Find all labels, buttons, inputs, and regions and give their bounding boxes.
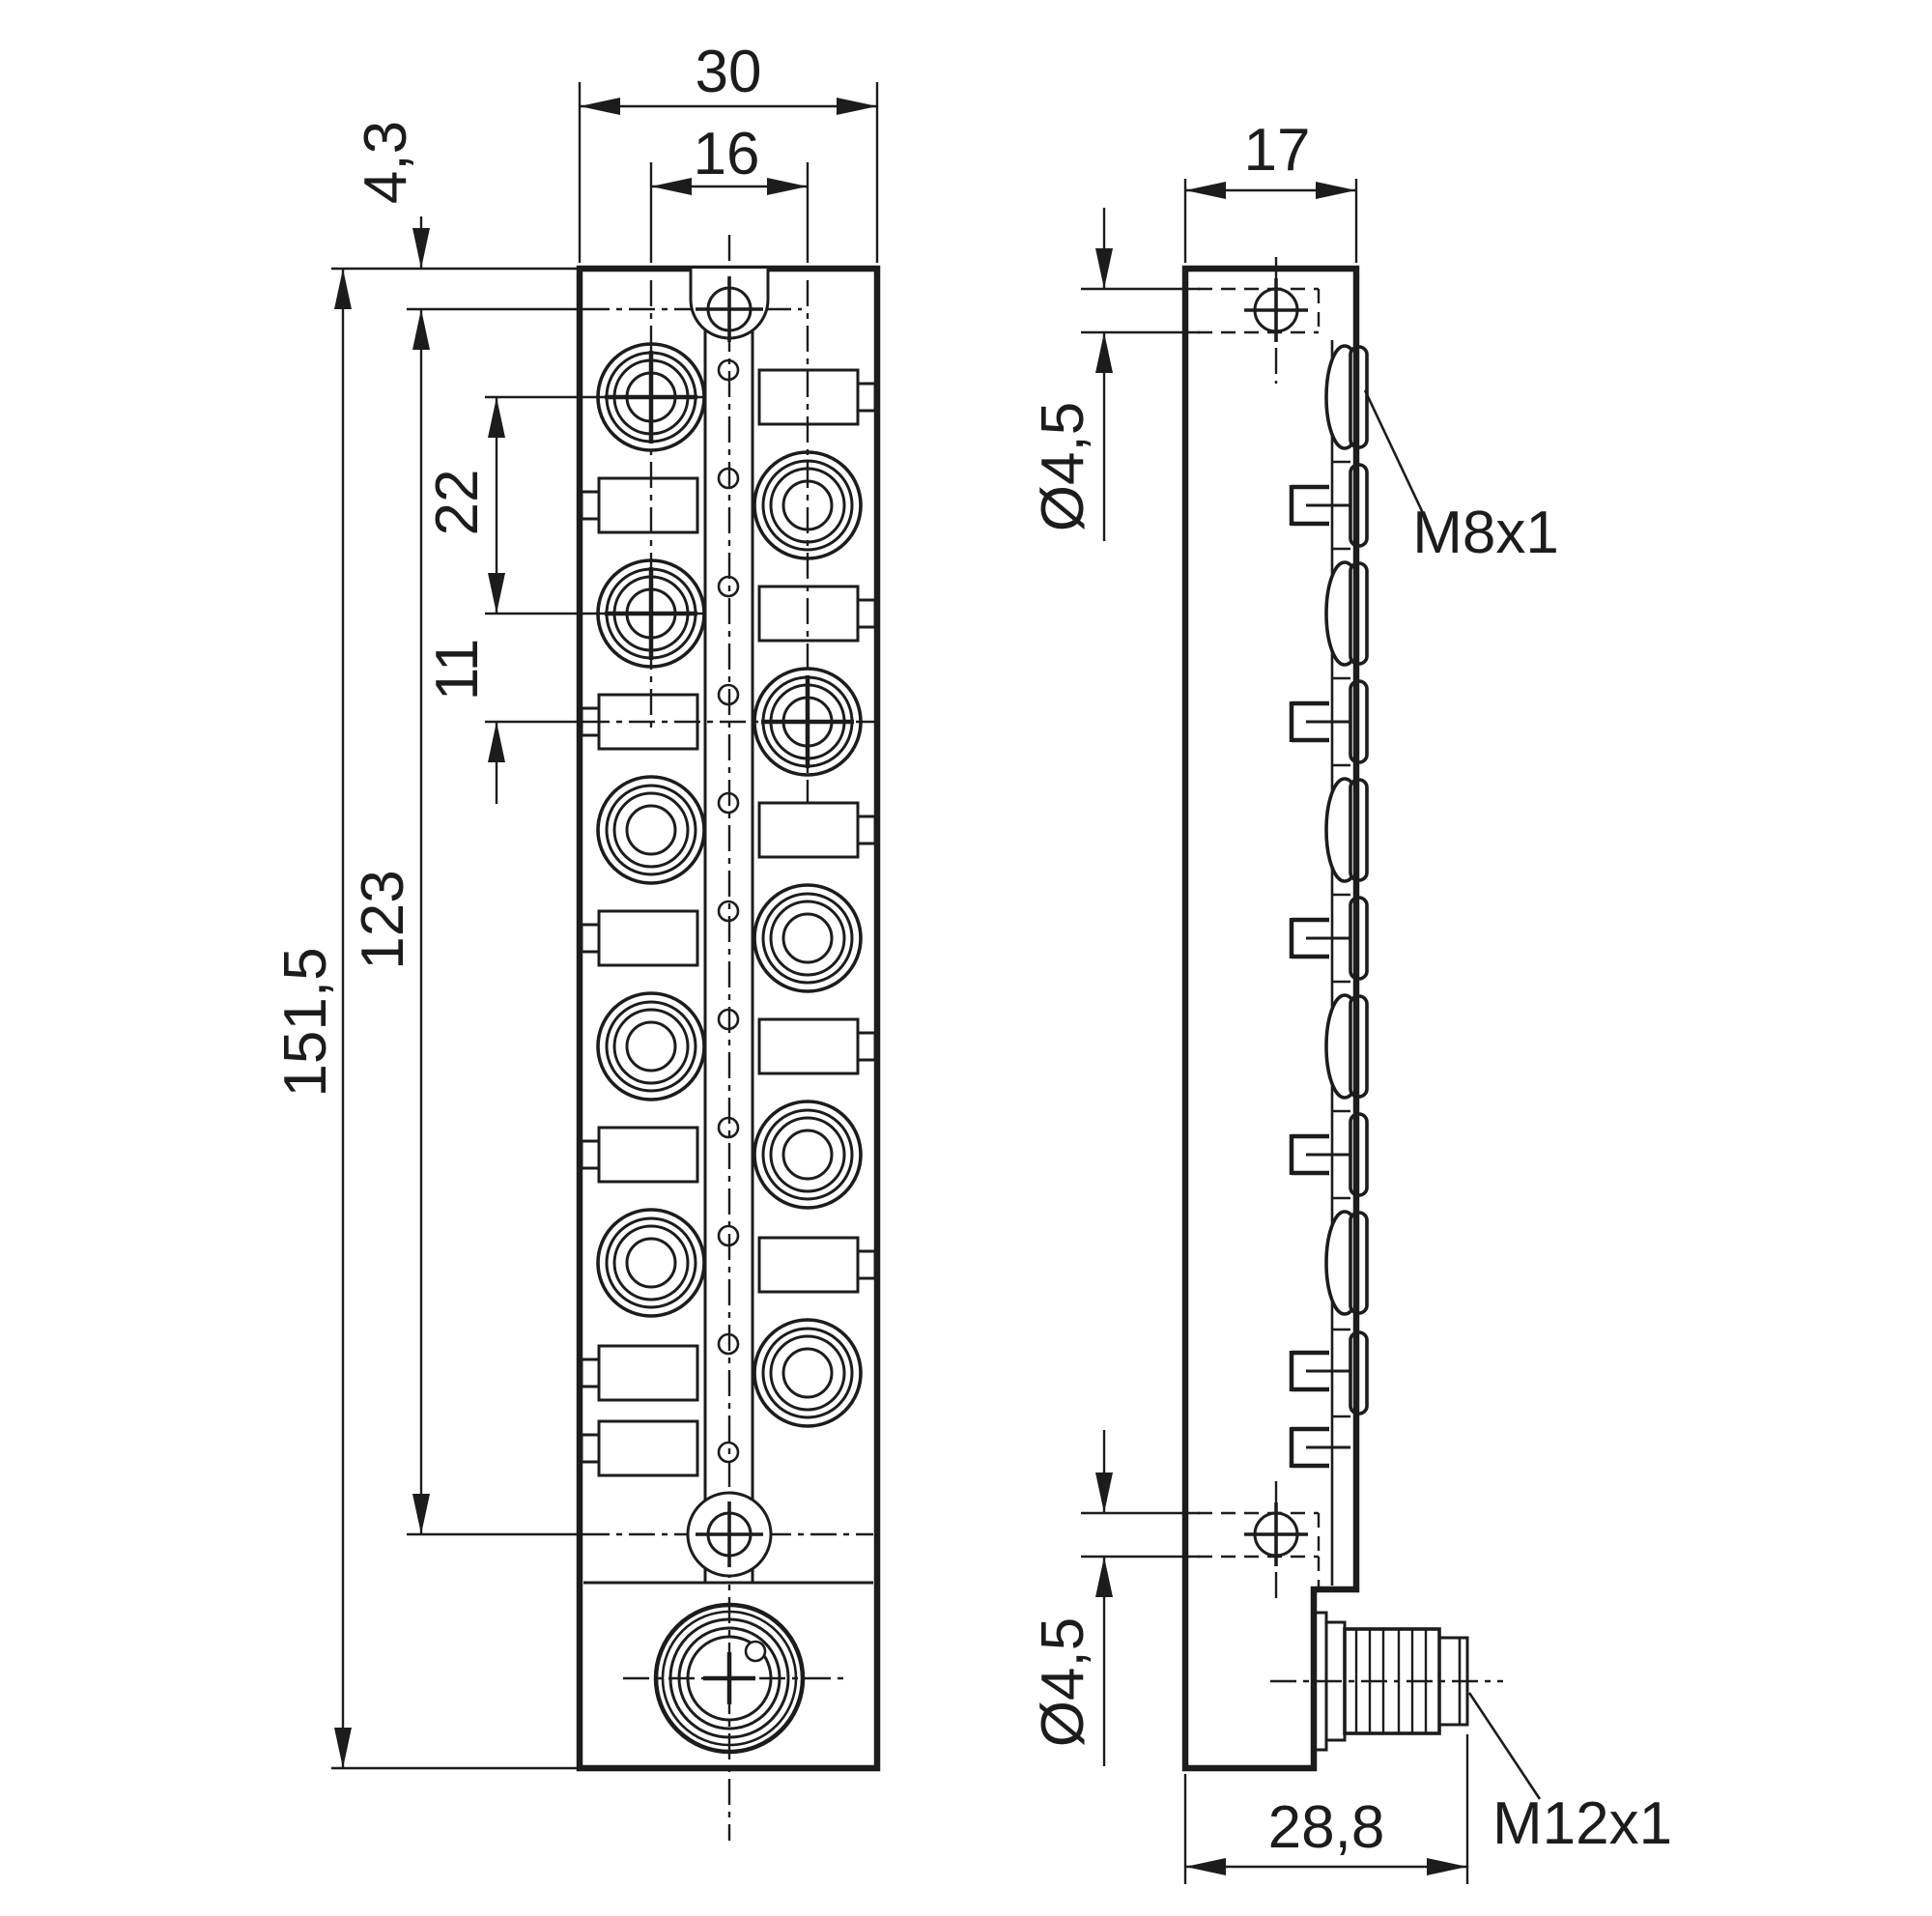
dim-front-overall-height: 151,5 [272,269,352,1768]
front-row-lines [331,267,706,1770]
dim-front-port-pitch-label: 22 [424,470,491,536]
side-top-mounting-hole [1198,257,1321,384]
dim-side-bottom-depth-label: 28,8 [1268,1794,1385,1861]
m8-socket [596,991,706,1101]
dim-front-width-label: 30 [696,39,762,105]
dim-front-mounting-span: 123 [350,309,430,1534]
side-body-outline [1181,265,1360,1772]
label-window [580,909,699,967]
m8-socket [753,667,863,777]
front-bottom-mounting-hole [686,1491,773,1578]
m8-socket-profile [1324,993,1369,1100]
side-label-clips [1289,484,1350,1469]
m12-thread-label: M12x1 [1492,1790,1672,1857]
dim-front-overall-height-label: 151,5 [272,947,339,1097]
label-clip [1289,1350,1350,1392]
label-window [580,476,699,534]
m8-socket [596,342,706,452]
label-window [757,801,877,859]
dim-side-top-hole-dia-label: Ø4,5 [1030,402,1096,531]
label-clip [1289,1133,1350,1176]
dim-side-depth-label: 17 [1244,117,1311,184]
label-m12-thread: M12x1 [1467,1692,1672,1857]
label-window [580,1344,699,1402]
dim-front-port-stagger: 11 [424,639,505,804]
dim-front-overall-width: 30 [580,39,877,115]
front-top-mounting-hole [689,269,770,342]
label-window [580,693,699,751]
dim-side-bottom-hole-dia: Ø4,5 [1030,1430,1200,1766]
port-face-bar [1333,1328,1369,1418]
m8-socket [596,1208,706,1318]
dim-front-top-hole-offset-label: 4,3 [353,121,419,204]
front-label-windows-left [580,476,699,1477]
dim-side-bottom-hole-dia-label: Ø4,5 [1030,1617,1096,1747]
side-m12-connector [1270,1611,1503,1752]
m8-socket-profile [1324,777,1369,883]
dim-front-column-spacing-label: 16 [694,121,760,187]
label-window [580,1419,699,1477]
dim-side-top-hole-dia: Ø4,5 [1030,208,1200,541]
label-clip [1289,484,1350,527]
front-dimensions: 30 16 4,3 151,5 123 [272,39,879,1768]
m8-socket [753,883,863,993]
dim-front-mounting-span-label: 123 [350,870,416,969]
m8-thread-label: M8x1 [1412,500,1559,566]
dim-side-bottom-depth: 28,8 [1183,1734,1469,1884]
label-window [757,585,877,643]
label-window [757,1236,877,1294]
front-led-windows [717,358,740,1464]
dim-front-port-stagger-label: 11 [424,639,491,701]
m8-socket-profile [1324,560,1369,667]
label-m8-thread: M8x1 [1363,389,1559,566]
m8-socket-profile [1324,1210,1369,1316]
front-m8-sockets-right [753,450,863,1428]
label-window [580,1126,699,1184]
dim-front-top-hole-offset: 4,3 [353,121,430,269]
dim-side-depth: 17 [1183,117,1358,263]
m12-keyway-notch [744,1640,767,1663]
front-label-windows-right [757,368,877,1294]
label-window [757,1017,877,1075]
front-view [331,235,881,1841]
dim-front-port-pitch: 22 [424,397,505,614]
m8-socket [596,558,706,669]
label-clip [1289,701,1350,743]
m8-socket [596,775,706,885]
side-view [1181,257,1503,1772]
m8-socket [753,1100,863,1210]
m8-socket [753,450,863,560]
front-m8-sockets-left [596,342,706,1318]
m8-socket [753,1318,863,1428]
m8-socket-profile [1324,344,1369,450]
side-bottom-mounting-hole [1198,1481,1321,1604]
label-clip [1289,917,1350,959]
front-m12-connector [653,1602,806,1755]
label-clip [1289,1426,1350,1469]
label-window [757,368,877,426]
front-center-strip [703,329,754,1583]
side-dimensions: 17 Ø4,5 M8x1 Ø4,5 [1030,117,1672,1884]
dim-front-column-spacing: 16 [651,121,808,195]
